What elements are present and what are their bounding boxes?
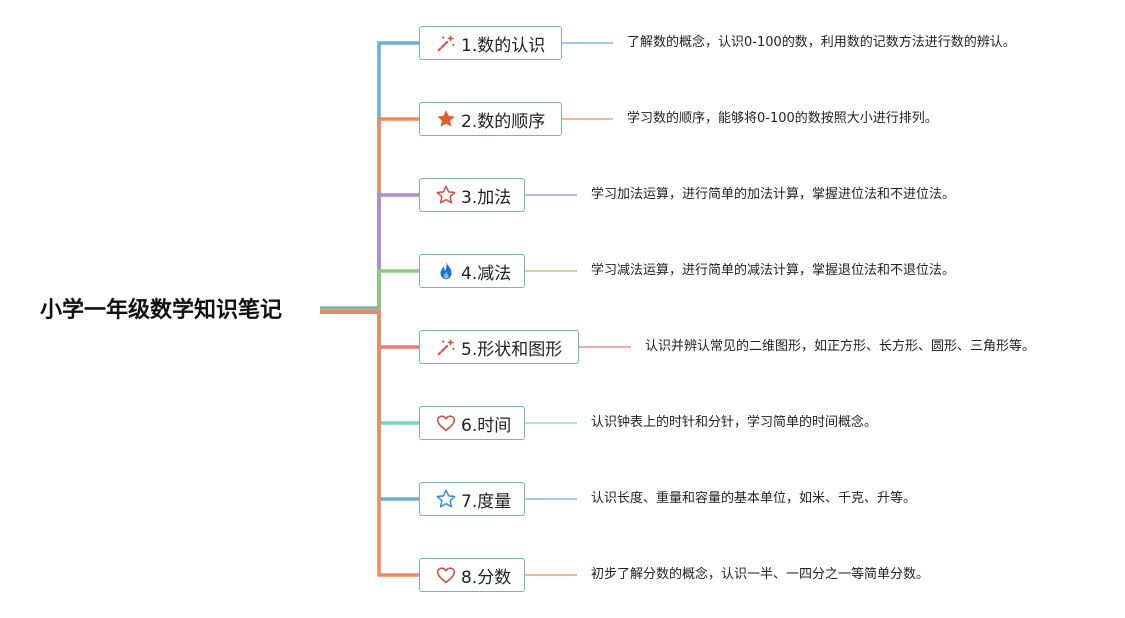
- branch-label: 4.减法: [461, 263, 512, 284]
- connector-6: [320, 309, 419, 425]
- heart-outline-icon: [434, 563, 458, 587]
- branch-description-1[interactable]: 了解数的概念，认识0-100的数，利用数的记数方法进行数的辨认。: [627, 35, 1016, 50]
- branch-description-2[interactable]: 学习数的顺序，能够将0-100的数按照大小进行排列。: [627, 111, 938, 126]
- connector-3: [320, 193, 419, 311]
- branch-description-8[interactable]: 初步了解分数的概念，认识一半、一四分之一等简单分数。: [591, 567, 930, 582]
- branch-node-5[interactable]: 5.形状和图形: [419, 330, 579, 364]
- heart-outline-icon: [434, 411, 458, 435]
- branch-description-3[interactable]: 学习加法运算，进行简单的加法计算，掌握进位法和不进位法。: [591, 187, 956, 202]
- connector-7: [320, 309, 419, 501]
- branch-description-4[interactable]: 学习减法运算，进行简单的减法计算，掌握退位法和不退位法。: [591, 263, 956, 278]
- branch-description-5[interactable]: 认识并辨认常见的二维图形，如正方形、长方形、圆形、三角形等。: [645, 339, 1036, 354]
- connector-2: [320, 117, 419, 311]
- branch-label: 3.加法: [461, 187, 512, 208]
- root-title[interactable]: 小学一年级数学知识笔记: [40, 298, 283, 323]
- branch-description-7[interactable]: 认识长度、重量和容量的基本单位，如米、千克、升等。: [591, 491, 917, 506]
- connector-8: [320, 310, 419, 577]
- magic-wand-icon: [434, 335, 458, 359]
- flame-icon: [434, 259, 458, 283]
- connector-1: [320, 41, 419, 310]
- branch-label: 1.数的认识: [461, 35, 546, 56]
- branch-node-8[interactable]: 8.分数: [419, 558, 525, 592]
- star-outline-icon: [434, 183, 458, 207]
- star-outline-blue-icon: [434, 487, 458, 511]
- branch-label: 7.度量: [461, 491, 512, 512]
- branch-label: 2.数的顺序: [461, 111, 546, 132]
- connector-5: [320, 308, 419, 349]
- branch-node-7[interactable]: 7.度量: [419, 482, 525, 516]
- branch-label: 5.形状和图形: [461, 339, 563, 360]
- branch-node-1[interactable]: 1.数的认识: [419, 26, 562, 60]
- star-filled-icon: [434, 107, 458, 131]
- branch-node-6[interactable]: 6.时间: [419, 406, 525, 440]
- branch-description-6[interactable]: 认识钟表上的时针和分针，学习简单的时间概念。: [591, 415, 878, 430]
- branch-node-2[interactable]: 2.数的顺序: [419, 102, 562, 136]
- branch-label: 8.分数: [461, 567, 512, 588]
- branch-label: 6.时间: [461, 415, 512, 436]
- magic-wand-icon: [434, 31, 458, 55]
- connector-4: [320, 269, 419, 312]
- branch-node-4[interactable]: 4.减法: [419, 254, 525, 288]
- branch-node-3[interactable]: 3.加法: [419, 178, 525, 212]
